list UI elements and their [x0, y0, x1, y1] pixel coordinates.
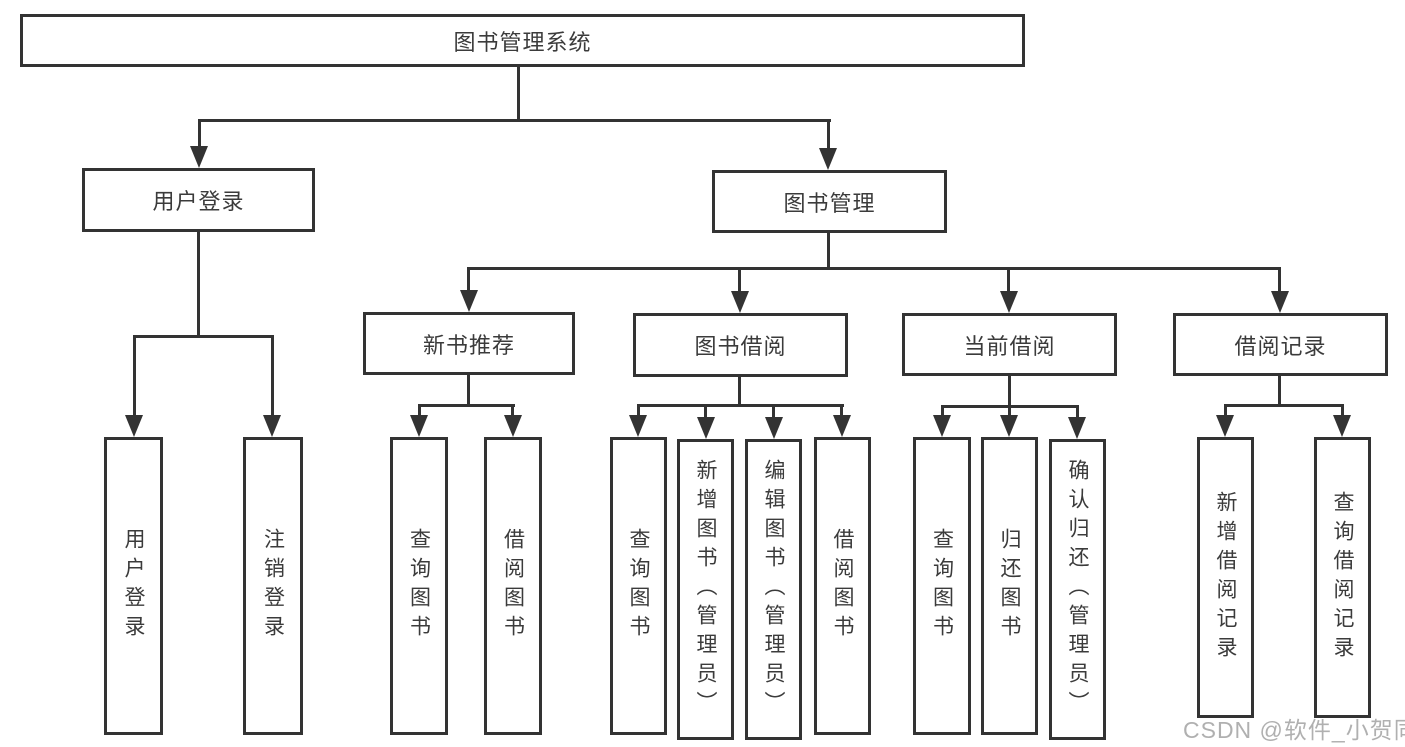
arrow-down-icon [190, 146, 208, 168]
node-library-management-system: 图书管理系统 [20, 14, 1025, 67]
arrow-down-icon [629, 415, 647, 437]
arrow-down-icon [1216, 415, 1234, 437]
arrow-down-icon [933, 415, 951, 437]
connector-vline [704, 404, 707, 417]
arrow-down-icon [731, 291, 749, 313]
connector-vline [827, 233, 830, 270]
node-label: 借阅记录 [1234, 333, 1327, 359]
connector-vline [1278, 267, 1281, 291]
leaf-return-books: 归还图书 [981, 437, 1038, 735]
node-label: 当前借阅 [963, 333, 1056, 359]
connector-vline [772, 404, 775, 417]
connector-vline [467, 375, 470, 407]
node-label: 新增借阅记录 [1214, 490, 1237, 665]
connector-vline [738, 377, 741, 407]
node-label: 用户登录 [152, 189, 245, 214]
arrow-down-icon [765, 417, 783, 439]
node-label: 新书推荐 [422, 332, 515, 358]
connector-vline [840, 404, 843, 417]
arrow-down-icon [1000, 415, 1018, 437]
connector-vline [827, 119, 830, 149]
node-label: 借阅图书 [501, 528, 525, 644]
node-label: 用户登录 [122, 528, 145, 644]
node-book-management: 图书管理 [712, 170, 947, 233]
arrow-down-icon [460, 290, 478, 312]
leaf-add-books-admin: 新增图书（管理员） [677, 439, 734, 740]
connector-vline [197, 232, 200, 336]
leaf-query-books-borrowing: 查询图书 [610, 437, 667, 735]
watermark-text: CSDN @软件_小贺同学 [1183, 717, 1405, 743]
connector-vline [738, 267, 741, 291]
node-label: 图书管理 [783, 190, 876, 216]
node-label: 新增图书（管理员） [694, 459, 717, 720]
leaf-confirm-return-admin: 确认归还（管理员） [1049, 439, 1106, 740]
leaf-query-borrow-record: 查询借阅记录 [1314, 437, 1371, 718]
node-label: 图书管理系统 [453, 29, 592, 55]
connector-vline [517, 67, 520, 120]
node-new-book-recommendation: 新书推荐 [363, 312, 575, 375]
arrow-down-icon [1068, 417, 1086, 439]
connector-hline [1224, 404, 1344, 407]
connector-vline [133, 335, 136, 417]
node-label: 图书借阅 [694, 334, 787, 359]
arrow-down-icon [263, 415, 281, 437]
connector-vline [1008, 405, 1011, 417]
leaf-logout-login: 注销登录 [243, 437, 303, 735]
connector-vline [467, 267, 470, 291]
node-label: 注销登录 [261, 528, 285, 644]
connector-vline [941, 405, 944, 417]
leaf-edit-books-admin: 编辑图书（管理员） [745, 439, 802, 740]
connector-vline [1007, 267, 1010, 291]
arrow-down-icon [819, 148, 837, 170]
node-label: 编辑图书（管理员） [762, 459, 785, 720]
connector-vline [198, 119, 201, 149]
leaf-add-borrow-record: 新增借阅记录 [1197, 437, 1254, 718]
connector-vline [1278, 376, 1281, 405]
node-label: 查询图书 [407, 528, 431, 644]
connector-vline [637, 404, 640, 417]
connector-hline [637, 404, 844, 407]
connector-vline [271, 335, 274, 417]
node-label: 查询借阅记录 [1331, 490, 1354, 665]
connector-vline [418, 404, 421, 417]
node-borrowing-records: 借阅记录 [1173, 313, 1388, 376]
connector-hline [467, 267, 1281, 270]
node-user-login: 用户登录 [82, 168, 315, 232]
arrow-down-icon [697, 417, 715, 439]
node-label: 确认归还（管理员） [1066, 459, 1089, 720]
arrow-down-icon [504, 415, 522, 437]
connector-vline [511, 404, 514, 417]
connector-vline [1008, 376, 1011, 407]
node-label: 归还图书 [998, 528, 1021, 644]
node-current-borrowing: 当前借阅 [902, 313, 1117, 376]
arrow-down-icon [833, 415, 851, 437]
node-label: 查询图书 [627, 528, 650, 644]
arrow-down-icon [1000, 291, 1018, 313]
arrow-down-icon [125, 415, 143, 437]
connector-hline [418, 404, 515, 407]
leaf-borrow-books-newbook: 借阅图书 [484, 437, 542, 735]
arrow-down-icon [1271, 291, 1289, 313]
leaf-borrow-books-borrowing: 借阅图书 [814, 437, 871, 735]
leaf-query-books-current: 查询图书 [913, 437, 971, 735]
node-book-borrowing: 图书借阅 [633, 313, 848, 377]
connector-hline [133, 335, 274, 338]
arrow-down-icon [410, 415, 428, 437]
connector-vline [1076, 405, 1079, 417]
leaf-user-login: 用户登录 [104, 437, 163, 735]
connector-vline [1341, 404, 1344, 417]
connector-vline [1224, 404, 1227, 417]
connector-hline [198, 119, 831, 122]
leaf-query-books-newbook: 查询图书 [390, 437, 448, 735]
arrow-down-icon [1333, 415, 1351, 437]
node-label: 查询图书 [930, 528, 954, 644]
node-label: 借阅图书 [831, 528, 854, 644]
